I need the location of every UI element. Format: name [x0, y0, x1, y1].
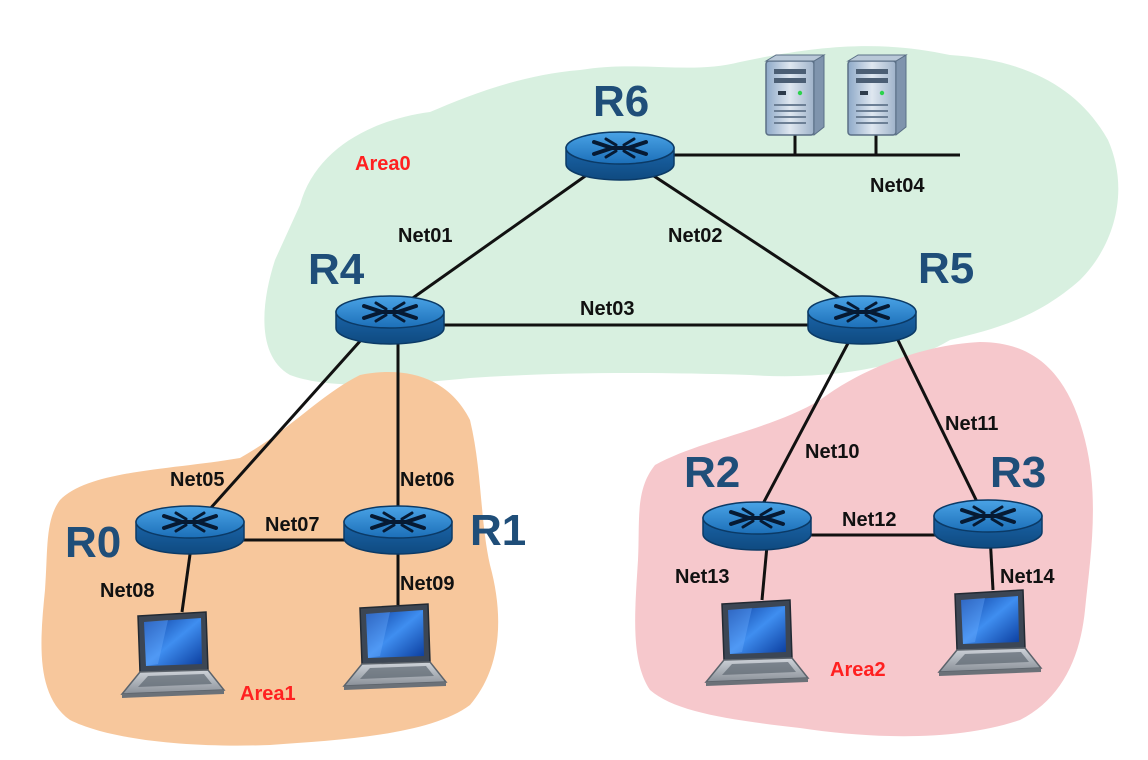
- net-label-net13: Net13: [675, 566, 729, 588]
- net-label-net10: Net10: [805, 441, 859, 463]
- router-r3-icon[interactable]: [932, 498, 1044, 550]
- router-r1-icon[interactable]: [342, 504, 454, 556]
- net-label-net08: Net08: [100, 580, 154, 602]
- area0-region: [264, 46, 1119, 385]
- link-net01: [392, 153, 616, 314]
- router-label-r2: R2: [684, 448, 740, 497]
- link-net10: [755, 329, 857, 516]
- router-r6-icon[interactable]: [564, 130, 676, 182]
- router-r5-icon[interactable]: [806, 294, 918, 346]
- net-label-net09: Net09: [400, 573, 454, 595]
- server-1-icon[interactable]: [765, 54, 825, 136]
- router-r4-icon[interactable]: [334, 294, 446, 346]
- link-net05: [198, 328, 372, 522]
- router-r0-icon[interactable]: [134, 504, 246, 556]
- router-label-r6: R6: [593, 77, 649, 126]
- net-label-net05: Net05: [170, 469, 224, 491]
- net-label-net02: Net02: [668, 225, 722, 247]
- router-label-r4: R4: [308, 245, 365, 294]
- router-label-r1: R1: [470, 506, 526, 555]
- router-label-r5: R5: [918, 244, 974, 293]
- router-r2-icon[interactable]: [701, 500, 813, 552]
- net-label-net12: Net12: [842, 509, 896, 531]
- net-label-net01: Net01: [398, 225, 452, 247]
- area-label-area2: Area2: [830, 659, 886, 681]
- net-label-net03: Net03: [580, 298, 634, 320]
- link-net02: [621, 153, 851, 307]
- link-net11: [891, 329, 984, 513]
- net-label-net07: Net07: [265, 514, 319, 536]
- server-2-icon[interactable]: [847, 54, 907, 136]
- area-label-area1: Area1: [240, 683, 296, 705]
- area-label-area0: Area0: [355, 153, 411, 175]
- net-label-net04: Net04: [870, 175, 925, 197]
- router-label-r3: R3: [990, 448, 1046, 497]
- net-label-net06: Net06: [400, 469, 454, 491]
- net-label-net11: Net11: [945, 413, 998, 435]
- net-label-net14: Net14: [1000, 566, 1055, 588]
- router-label-r0: R0: [65, 518, 121, 567]
